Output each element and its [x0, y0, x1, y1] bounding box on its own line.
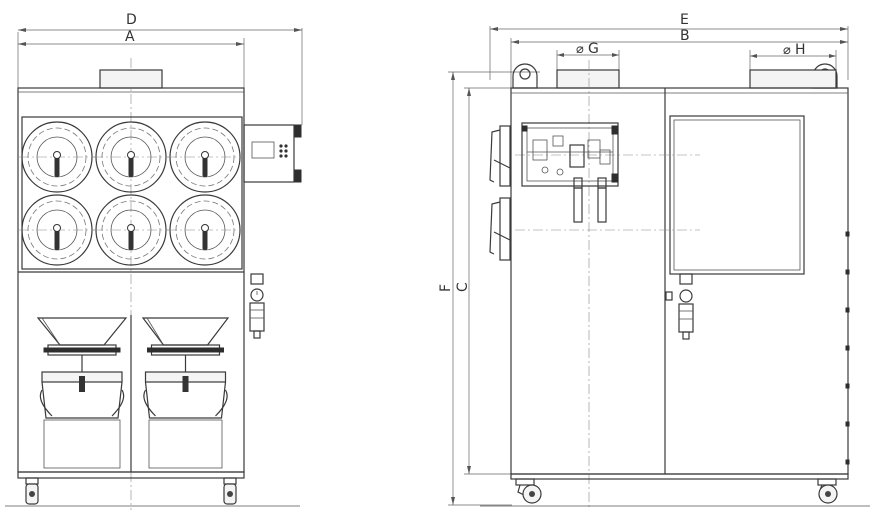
dimension-label-a: A	[125, 29, 135, 45]
front-view: D A	[5, 12, 303, 510]
filter-cartridge	[93, 194, 169, 266]
front-base	[17, 471, 245, 479]
dimension-label-f: F	[438, 284, 454, 292]
dimension-a: A	[18, 29, 245, 95]
dimension-label-b: B	[680, 28, 690, 44]
side-casters	[515, 478, 838, 504]
dimension-label-c: C	[455, 282, 471, 292]
air-regulator-side	[665, 273, 694, 340]
filter-cartridge	[93, 121, 169, 193]
filter-cartridge	[167, 121, 243, 193]
side-handles	[489, 125, 511, 261]
dimension-label-e: E	[680, 12, 689, 28]
dimension-h: ⌀ H	[749, 42, 837, 70]
valve-manifold	[521, 122, 619, 223]
side-base	[510, 473, 849, 480]
side-view: E B ⌀ G ⌀ H	[438, 12, 870, 510]
filter-cartridge	[167, 194, 243, 266]
dimension-c: C	[455, 87, 512, 475]
filter-cartridge	[19, 121, 95, 193]
dimension-label-g: G	[588, 41, 599, 57]
dust-hopper	[36, 317, 128, 469]
filter-cartridge	[19, 194, 95, 266]
dimension-b: B	[510, 28, 848, 88]
filter-cartridges	[19, 121, 243, 266]
front-casters	[25, 477, 237, 505]
side-rivets	[845, 231, 850, 465]
diameter-symbol-h: ⌀	[783, 43, 791, 58]
control-keypad	[279, 144, 288, 158]
control-display	[251, 141, 275, 159]
air-regulator-front	[249, 273, 265, 339]
control-box	[243, 124, 302, 183]
side-outlet-h	[749, 69, 837, 89]
dust-hopper	[141, 317, 230, 469]
front-top-outlet	[99, 69, 163, 89]
dimension-e: E	[489, 12, 849, 80]
diameter-symbol-g: ⌀	[576, 42, 584, 57]
dimension-g: ⌀ G	[556, 41, 620, 70]
side-outlet-g	[556, 69, 620, 89]
front-filter-panel	[21, 116, 243, 270]
inspection-window	[669, 115, 805, 275]
dimension-d: D	[17, 12, 303, 125]
dimension-label-d: D	[126, 12, 137, 28]
dimension-f: F	[438, 71, 540, 506]
dust-hoppers	[36, 317, 230, 469]
dimension-label-h: H	[795, 42, 806, 58]
